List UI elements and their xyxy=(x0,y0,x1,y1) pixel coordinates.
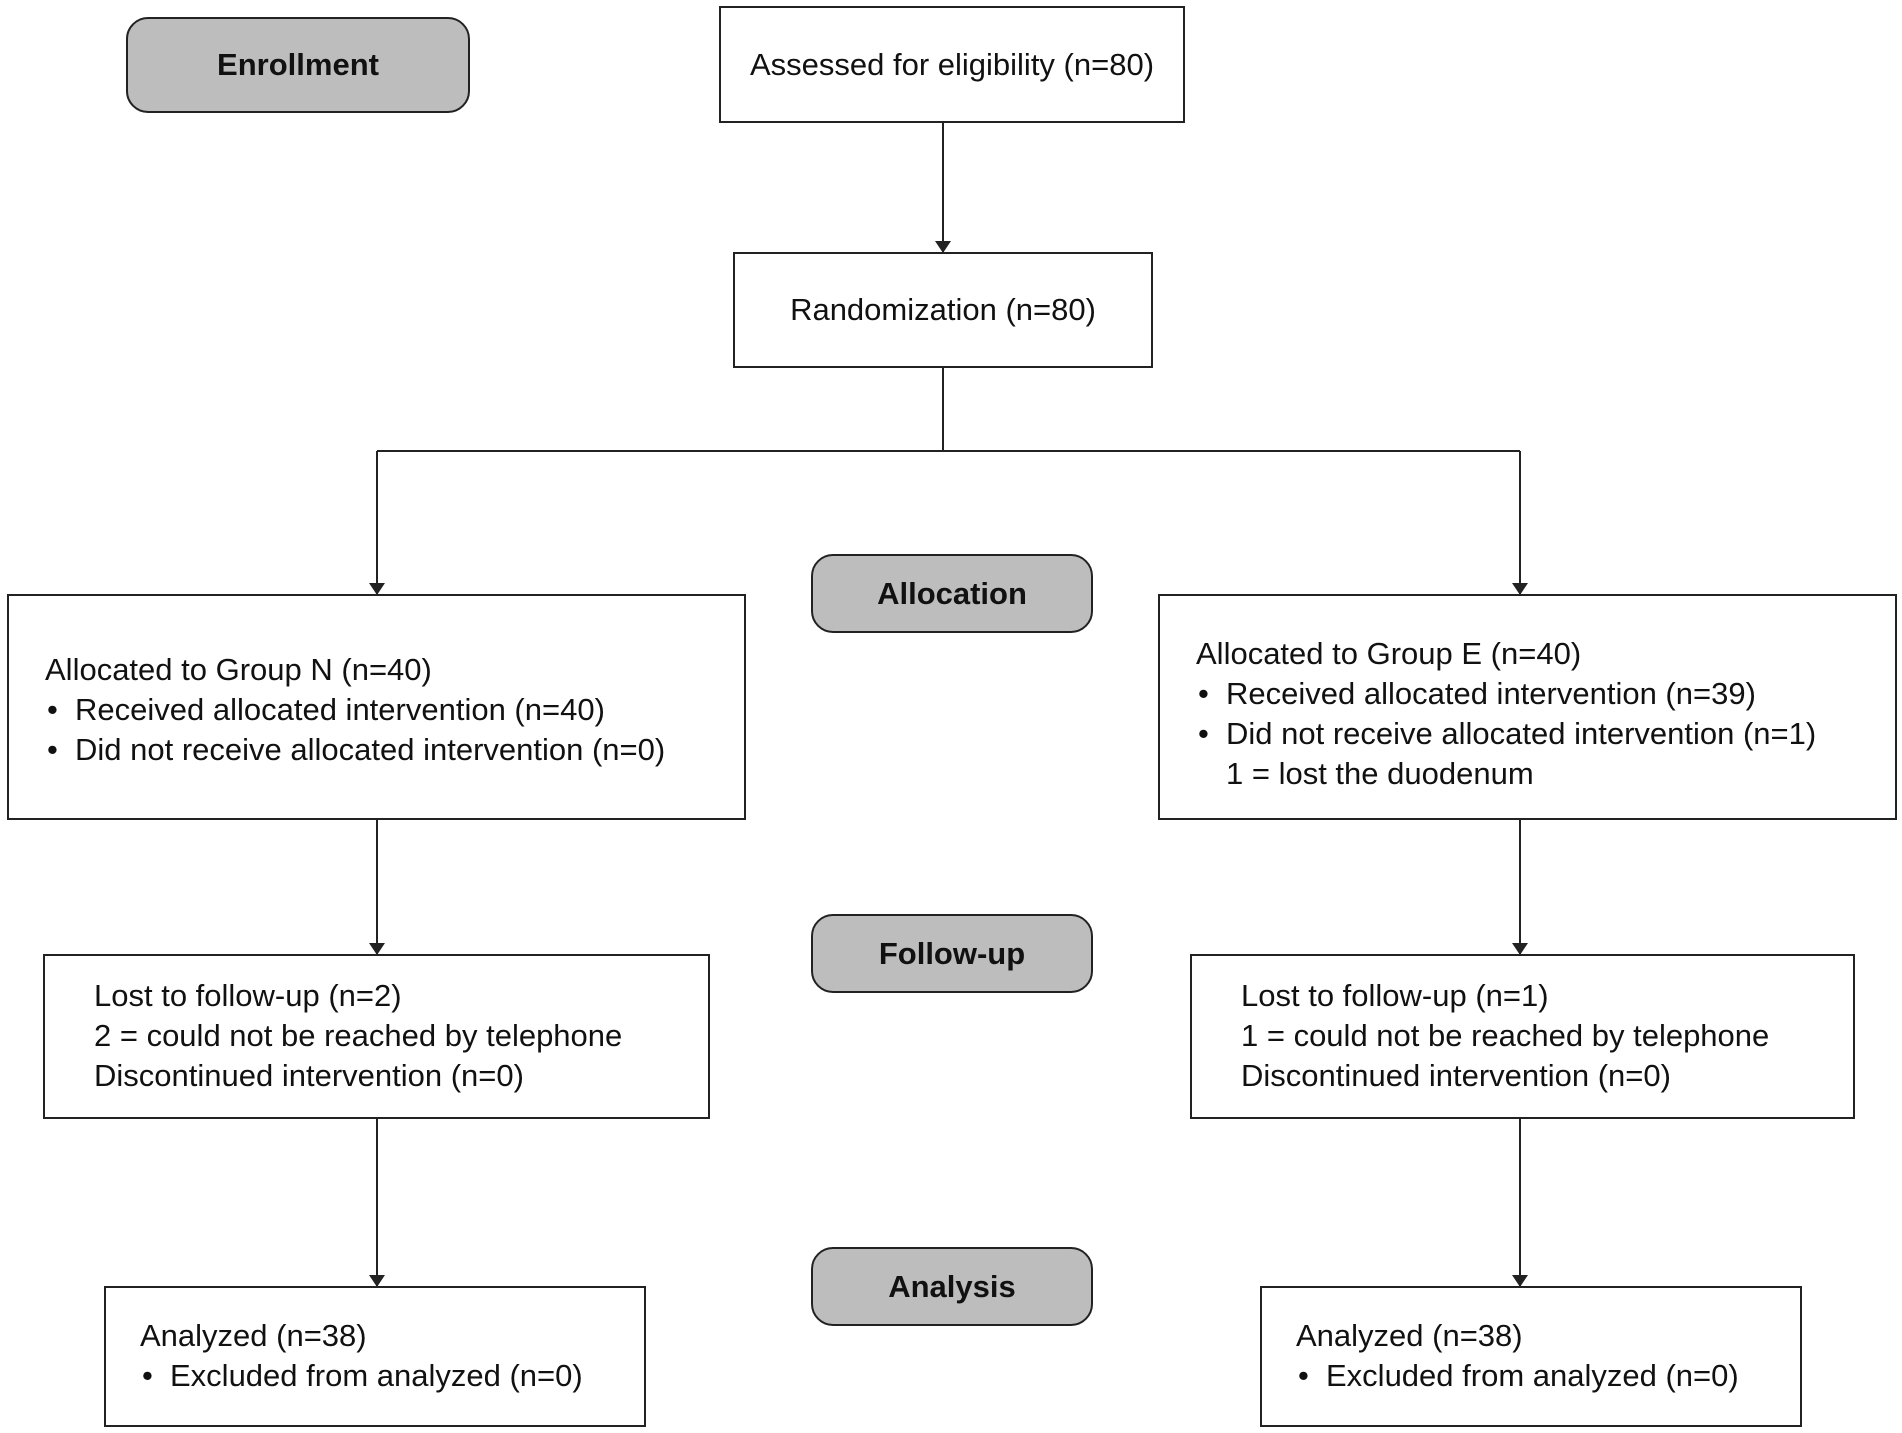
group-n-lost-reason: 2 = could not be reached by telephone xyxy=(94,1018,623,1053)
analysis-label-text: Analysis xyxy=(888,1268,1016,1304)
allocation-stage-label: Allocation xyxy=(811,554,1093,633)
analysis-stage-label: Analysis xyxy=(811,1247,1093,1326)
group-n-analyzed: Analyzed (n=38) xyxy=(140,1318,367,1353)
allocation-label-text: Allocation xyxy=(877,575,1027,611)
enrollment-stage-label: Enrollment xyxy=(126,17,470,113)
group-e-not-received-reason: 1 = lost the duodenum xyxy=(1226,756,1534,791)
group-n-lost-to-follow-up: Lost to follow-up (n=2) xyxy=(94,978,402,1013)
group-e-excluded-item: Excluded from analyzed (n=0) xyxy=(1296,1356,1800,1396)
group-e-follow-up-box: Lost to follow-up (n=1) 1 = could not be… xyxy=(1190,954,1855,1119)
group-e-discontinued: Discontinued intervention (n=0) xyxy=(1241,1058,1671,1093)
group-n-allocation-title: Allocated to Group N (n=40) xyxy=(45,652,432,687)
eligibility-text: Assessed for eligibility (n=80) xyxy=(749,46,1155,82)
follow-up-label-text: Follow-up xyxy=(878,935,1026,971)
randomization-text: Randomization (n=80) xyxy=(790,292,1096,327)
group-e-received-item: Received allocated intervention (n=39) xyxy=(1196,674,1895,714)
group-e-lost-to-follow-up: Lost to follow-up (n=1) xyxy=(1241,978,1549,1013)
randomization-box: Randomization (n=80) xyxy=(733,252,1153,368)
group-n-discontinued: Discontinued intervention (n=0) xyxy=(94,1058,524,1093)
group-n-received-item: Received allocated intervention (n=40) xyxy=(45,690,744,730)
group-e-allocation-box: Allocated to Group E (n=40) Received all… xyxy=(1158,594,1897,820)
follow-up-stage-label: Follow-up xyxy=(811,914,1093,993)
group-e-analysis-box: Analyzed (n=38) Excluded from analyzed (… xyxy=(1260,1286,1802,1427)
enrollment-label-text: Enrollment xyxy=(217,47,379,82)
group-n-analysis-box: Analyzed (n=38) Excluded from analyzed (… xyxy=(104,1286,646,1427)
group-n-not-received-item: Did not receive allocated intervention (… xyxy=(45,730,744,770)
group-e-not-received-item: Did not receive allocated intervention (… xyxy=(1196,714,1895,754)
group-e-analyzed: Analyzed (n=38) xyxy=(1296,1318,1523,1353)
group-n-allocation-box: Allocated to Group N (n=40) Received all… xyxy=(7,594,746,820)
group-n-follow-up-box: Lost to follow-up (n=2) 2 = could not be… xyxy=(43,954,710,1119)
group-e-lost-reason: 1 = could not be reached by telephone xyxy=(1241,1018,1770,1053)
group-n-excluded-item: Excluded from analyzed (n=0) xyxy=(140,1356,644,1396)
group-e-allocation-title: Allocated to Group E (n=40) xyxy=(1196,636,1582,671)
eligibility-box: Assessed for eligibility (n=80) xyxy=(719,6,1185,123)
